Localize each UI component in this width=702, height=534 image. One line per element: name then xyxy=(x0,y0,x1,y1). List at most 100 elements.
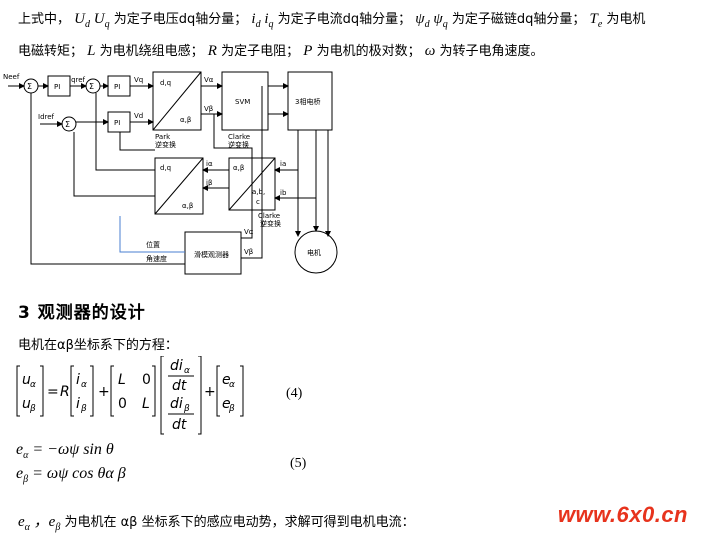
label-clarke2-inv: 逆变换 xyxy=(260,219,281,228)
intro-pole: 为电机的极对数； xyxy=(316,44,421,59)
label-sum3: Σ xyxy=(65,120,70,129)
label-obs-valpha: Vα xyxy=(244,228,254,236)
label-clarke2-ab: α,β xyxy=(233,164,244,172)
label-sum2: Σ xyxy=(89,82,94,91)
symbol-psid-psiq: ψd ψq xyxy=(415,11,448,30)
label-park2-ab: α,β xyxy=(182,202,193,210)
symbol-te: Te xyxy=(589,11,603,30)
svg-text:R: R xyxy=(60,384,70,400)
label-clarke-inv: 逆变换 xyxy=(228,140,249,149)
svg-text:β: β xyxy=(183,404,190,414)
svg-text:di: di xyxy=(170,396,183,412)
label-park-inv: 逆变换 xyxy=(155,140,176,149)
intro-torque: 电磁转矩； xyxy=(18,44,84,59)
intro-current: 为定子电流dq轴分量； xyxy=(277,12,412,27)
label-vq: Vq xyxy=(134,76,143,84)
label-ib: ib xyxy=(280,189,287,197)
svg-text:α: α xyxy=(81,380,87,390)
conclusion-text: 为电机在 αβ 坐标系下的感应电动势，求解可得到电机电流： xyxy=(64,515,415,530)
symbol-ud-uq: Ud Uq xyxy=(74,11,110,30)
label-ialpha: iα xyxy=(206,160,213,168)
label-motor: 电机 xyxy=(307,248,321,257)
symbol-omega: ω xyxy=(424,43,436,59)
symbol-p: P xyxy=(303,43,313,59)
svg-text:L: L xyxy=(142,396,150,412)
control-block-diagram: Neef Σ Σ Σ PI PI PI Iqref Idref Vq Vd d,… xyxy=(3,71,338,275)
svg-text:0: 0 xyxy=(118,396,127,412)
label-pi2: PI xyxy=(114,83,120,91)
svg-text:u: u xyxy=(22,372,31,388)
equation-intro: 电机在αβ坐标系下的方程： xyxy=(18,338,178,353)
label-vbeta: Vβ xyxy=(204,105,213,113)
label-clarke: Clarke xyxy=(228,133,250,141)
svg-text:i: i xyxy=(76,372,80,388)
svg-text:L: L xyxy=(118,372,126,388)
intro-resistance: 为定子电阻； xyxy=(221,44,300,59)
symbol-l: L xyxy=(87,43,96,59)
label-pi3: PI xyxy=(114,119,120,127)
intro-flux: 为定子磁链dq轴分量； xyxy=(451,12,586,27)
label-iqref: Iqref xyxy=(69,76,86,84)
eq5-rhs-1: = −ωψ sin θ xyxy=(32,441,114,458)
svg-text:e: e xyxy=(222,372,231,388)
equation-5-line-1: eα = −ωψ sin θ xyxy=(16,441,114,462)
svg-text:β: β xyxy=(29,404,36,414)
equation-5-line-2: eβ = ωψ cos θα β xyxy=(16,465,126,486)
intro-line-1: 上式中， Ud Uq 为定子电压dq轴分量； id iq 为定子电流dq轴分量；… xyxy=(18,8,645,30)
bridge-block xyxy=(287,71,333,131)
label-clarke2-abc: a,b, xyxy=(252,188,265,196)
svg-text:=: = xyxy=(47,384,59,400)
label-clarke2: Clarke xyxy=(258,212,280,220)
intro-voltage: 为定子电压dq轴分量； xyxy=(113,12,248,27)
svg-text:0: 0 xyxy=(142,372,151,388)
label-angle-speed: 角速度 xyxy=(146,254,167,263)
watermark: www.6x0.cn xyxy=(557,502,688,527)
label-ia: ia xyxy=(280,160,286,168)
symbol-ea-eb: eα ，eβ xyxy=(18,514,61,533)
label-svm: SVM xyxy=(235,98,250,106)
svg-text:e: e xyxy=(222,396,231,412)
svg-text:α: α xyxy=(184,366,190,376)
svg-text:dt: dt xyxy=(172,378,187,394)
label-park-ab: α,β xyxy=(180,116,191,124)
svg-text:+: + xyxy=(204,384,216,400)
label-sum1: Σ xyxy=(27,82,32,91)
label-neef: Neef xyxy=(3,73,20,81)
svg-text:β: β xyxy=(228,404,235,414)
intro-motor: 为电机 xyxy=(606,12,646,27)
symbol-r: R xyxy=(207,43,217,59)
label-park: Park xyxy=(155,133,171,141)
intro-prefix: 上式中， xyxy=(18,12,71,27)
intro-inductance: 为电机绕组电感； xyxy=(99,44,204,59)
svg-text:u: u xyxy=(22,396,31,412)
conclusion-line: eα ，eβ 为电机在 αβ 坐标系下的感应电动势，求解可得到电机电流： xyxy=(18,510,415,533)
label-vd: Vd xyxy=(134,112,143,120)
label-position: 位置 xyxy=(146,240,160,249)
symbol-id-iq: id iq xyxy=(251,11,274,30)
park-inverse-block xyxy=(152,71,202,131)
label-obs-vbeta: Vβ xyxy=(244,248,253,256)
intro-line-2: 电磁转矩； L 为电机绕组电感； R 为定子电阻； P 为电机的极对数； ω 为… xyxy=(18,40,543,60)
label-park-dq: d,q xyxy=(160,79,171,87)
section-heading: 3 观测器的设计 xyxy=(18,303,146,323)
svg-text:β: β xyxy=(80,404,87,414)
intro-speed: 为转子电角速度。 xyxy=(439,44,544,59)
label-valpha: Vα xyxy=(204,76,214,84)
svg-text:i: i xyxy=(76,396,80,412)
svg-text:α: α xyxy=(30,380,36,390)
eq5-rhs-2: = ωψ cos θα β xyxy=(32,465,126,482)
svg-text:dt: dt xyxy=(172,417,187,433)
label-bridge: 3相电桥 xyxy=(295,97,320,106)
svg-text:α: α xyxy=(229,380,235,390)
label-ibeta: iβ xyxy=(206,179,212,187)
observer-block xyxy=(184,231,242,275)
equation-4-number: (4) xyxy=(286,386,303,401)
label-observer: 滑模观测器 xyxy=(194,250,229,259)
label-park2-dq: d,q xyxy=(160,164,171,172)
equation-5-number: (5) xyxy=(290,456,307,471)
label-idref: Idref xyxy=(38,113,55,121)
label-pi1: PI xyxy=(54,83,60,91)
svm-block xyxy=(221,71,269,131)
label-clarke2-c: c xyxy=(256,198,260,206)
